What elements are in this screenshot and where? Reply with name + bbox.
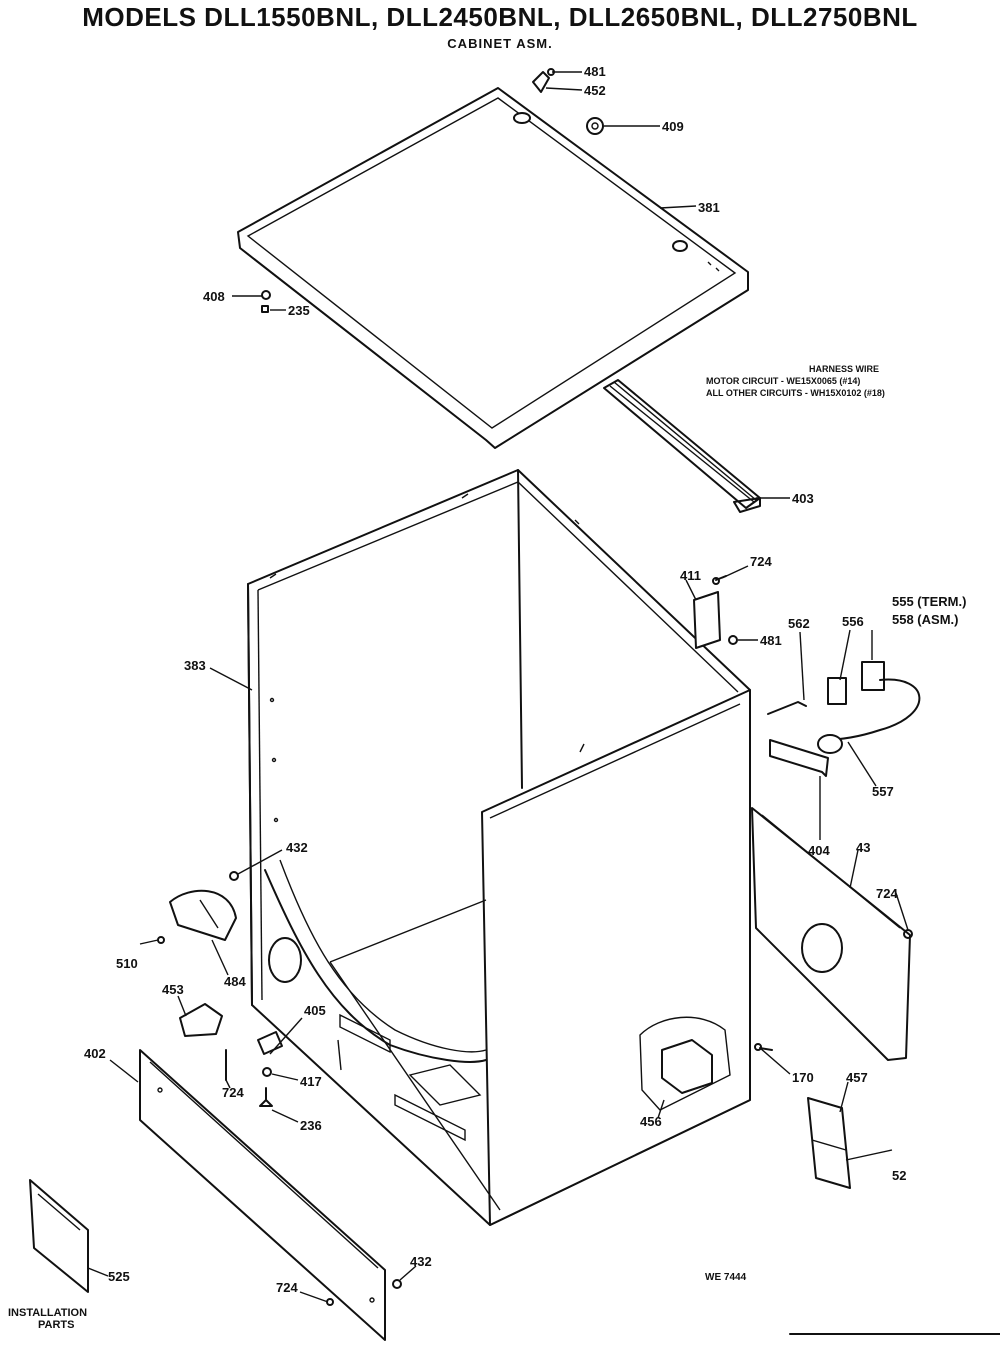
screw-432-left <box>229 871 239 881</box>
installation-label: INSTALLATION <box>8 1307 88 1319</box>
power-cord-557 <box>817 678 921 754</box>
callout-481-mid: 481 <box>760 633 782 648</box>
harness-note-other: ALL OTHER CIRCUITS - WH15X0102 (#18) <box>706 388 885 398</box>
foot-236 <box>259 1087 273 1107</box>
callout-562: 562 <box>788 616 810 631</box>
diagram-subtitle: CABINET ASM. <box>447 36 553 51</box>
screw-408 <box>261 290 271 313</box>
harness-note-heading: HARNESS WIRE <box>808 364 879 374</box>
callout-456: 456 <box>640 1114 662 1129</box>
screw-510 <box>157 936 165 944</box>
callout-457: 457 <box>846 1070 868 1085</box>
callout-525: 525 <box>108 1269 130 1284</box>
callout-432-bottom: 432 <box>410 1254 432 1269</box>
callout-481-top: 481 <box>584 64 606 79</box>
callout-409: 409 <box>662 119 684 134</box>
hinge-484 <box>169 889 237 941</box>
bracket-405 <box>257 1031 283 1055</box>
screw-170 <box>754 1043 773 1051</box>
cover-bumper <box>586 117 604 135</box>
drawing-code: WE 7444 <box>705 1272 747 1283</box>
foot-457 <box>807 1097 851 1189</box>
top-cover <box>237 87 749 449</box>
leader-lines <box>87 71 909 1303</box>
nut-417 <box>262 1067 272 1077</box>
toe-panel-402 <box>139 1049 386 1341</box>
cover-plate-411 <box>693 591 721 649</box>
callout-404: 404 <box>808 843 830 858</box>
callout-558: 558 (ASM.) <box>892 612 958 627</box>
harness-note-motor: MOTOR CIRCUIT - WE15X0065 (#14) <box>706 376 861 386</box>
callout-557: 557 <box>872 784 894 799</box>
callout-411: 411 <box>680 568 701 583</box>
harness-strip <box>603 379 761 513</box>
callout-417: 417 <box>300 1074 322 1089</box>
installation-parts-bag <box>29 1179 89 1293</box>
callout-452: 452 <box>584 83 606 98</box>
terminal-555 <box>861 661 885 691</box>
callout-235: 235 <box>288 303 310 318</box>
callout-484: 484 <box>224 974 246 989</box>
callout-408: 408 <box>203 289 225 304</box>
back-panel-43 <box>751 807 911 1061</box>
callout-403: 403 <box>792 491 814 506</box>
callout-405: 405 <box>304 1003 326 1018</box>
screw-481 <box>728 635 738 645</box>
callout-236: 236 <box>300 1118 322 1133</box>
diagram-title: MODELS DLL1550BNL, DLL2450BNL, DLL2650BN… <box>82 2 918 32</box>
callout-724-right: 724 <box>876 886 898 901</box>
callout-724-top: 724 <box>750 554 772 569</box>
cabinet <box>247 469 751 1226</box>
callout-402: 402 <box>84 1046 106 1061</box>
callout-724-left: 724 <box>222 1085 244 1100</box>
callout-43: 43 <box>856 840 870 855</box>
latch-453 <box>179 1003 223 1037</box>
callout-170: 170 <box>792 1070 814 1085</box>
callout-510: 510 <box>116 956 138 971</box>
screw-432-bottom <box>392 1279 402 1289</box>
installation-label-parts: PARTS <box>38 1319 75 1331</box>
bracket-404 <box>769 739 829 777</box>
terminal-562 <box>767 701 807 715</box>
terminal-block-556 <box>827 677 847 705</box>
callout-381: 381 <box>698 200 720 215</box>
callout-52: 52 <box>892 1168 906 1183</box>
callout-labels: 481 452 409 381 408 235 403 724 411 481 … <box>84 64 966 1295</box>
callout-556: 556 <box>842 614 864 629</box>
callout-724-bottom: 724 <box>276 1280 298 1295</box>
callout-453: 453 <box>162 982 184 997</box>
callout-555: 555 (TERM.) <box>892 594 966 609</box>
callout-432-left: 432 <box>286 840 308 855</box>
callout-383: 383 <box>184 658 206 673</box>
